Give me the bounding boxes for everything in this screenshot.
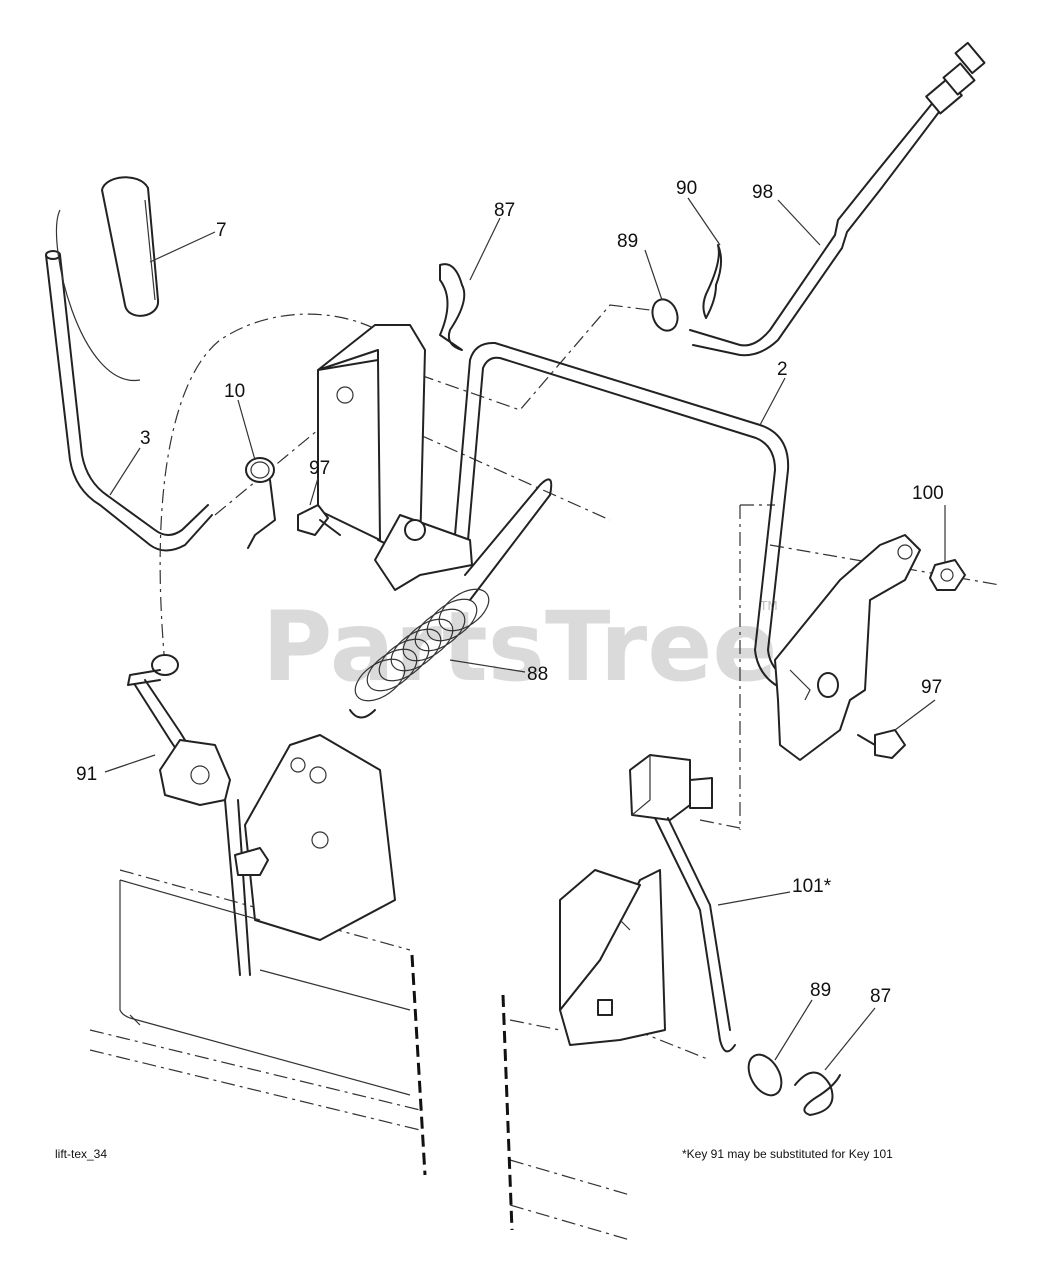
- callout-7: 7: [216, 220, 227, 241]
- footnote: *Key 91 may be substituted for Key 101: [682, 1147, 893, 1161]
- watermark-tm: TM: [759, 599, 778, 613]
- callouts: 7 87 90 98 89 10 3 97 2 100 97 88 91 101…: [76, 178, 944, 1007]
- part-2-lift-rod: [454, 341, 791, 691]
- callout-89-top: 89: [617, 231, 638, 252]
- part-98-rod: [689, 41, 986, 357]
- bracket-right: [774, 534, 921, 761]
- part-100-nut: [929, 559, 966, 591]
- figure-id: lift-tex_34: [55, 1147, 107, 1161]
- part-89-washer-bottom: [747, 1053, 783, 1097]
- part-90-clip: [702, 244, 722, 319]
- callout-97-right: 97: [921, 677, 942, 698]
- part-87-clip-top: [439, 263, 466, 351]
- break-lines: [410, 954, 514, 1231]
- callout-90: 90: [676, 178, 697, 199]
- callout-88: 88: [527, 664, 548, 685]
- callout-91: 91: [76, 764, 97, 785]
- part-3-lift-handle: [45, 209, 213, 552]
- part-91-link: [127, 654, 251, 976]
- callout-2: 2: [777, 359, 788, 380]
- bracket-deck-left: [234, 734, 396, 941]
- deck-left: [119, 879, 411, 1096]
- callout-3: 3: [140, 428, 151, 449]
- leader-lines: [104, 197, 946, 1071]
- part-7-grip: [101, 176, 160, 317]
- watermark: PartsTree: [262, 591, 777, 703]
- part-87-clip-bottom: [794, 1071, 841, 1116]
- callout-87-top: 87: [494, 200, 515, 221]
- part-97-bolt-right: [857, 729, 906, 759]
- part-10-spring: [245, 457, 276, 549]
- part-89-washer-top: [651, 298, 679, 332]
- part-101-link: [629, 754, 736, 1053]
- callout-10: 10: [224, 381, 245, 402]
- bracket-center: [317, 324, 473, 591]
- part-88-spring: [349, 478, 553, 719]
- callout-101: 101*: [792, 876, 832, 897]
- part-97-bolt-left: [297, 504, 341, 536]
- callout-97-left: 97: [309, 458, 330, 479]
- callout-100: 100: [912, 483, 944, 504]
- callout-89-bottom: 89: [810, 980, 831, 1001]
- callout-87-bottom: 87: [870, 986, 891, 1007]
- callout-98: 98: [752, 182, 773, 203]
- bracket-deck-right: [559, 869, 666, 1046]
